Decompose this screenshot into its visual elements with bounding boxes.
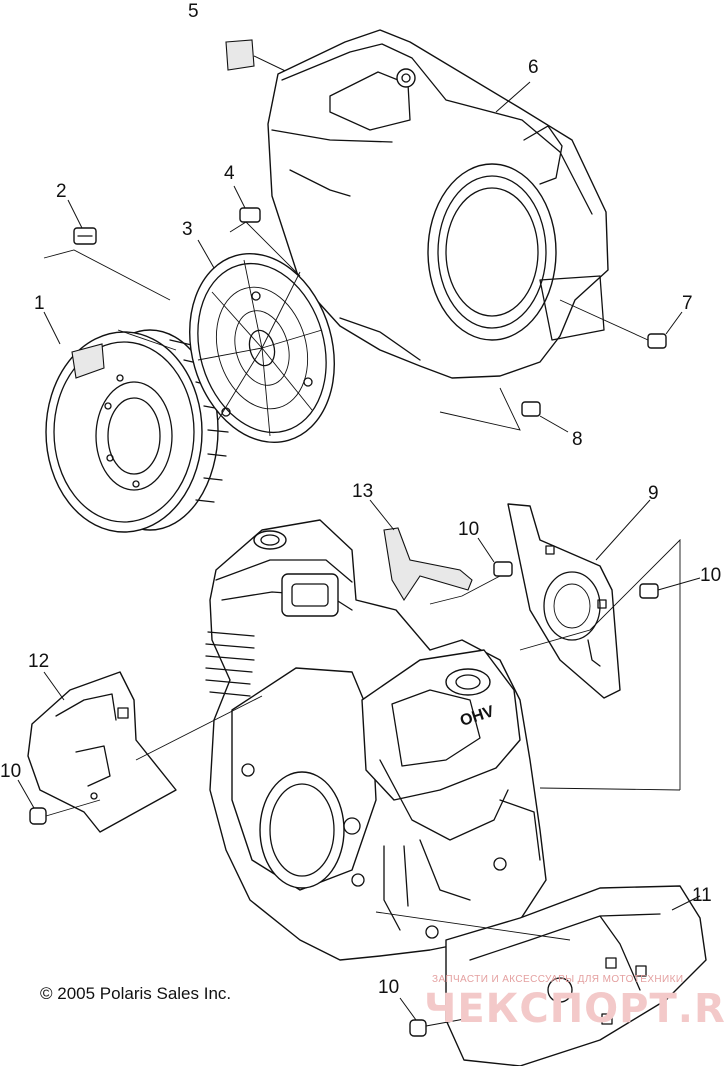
callout-9: 9 (648, 483, 659, 504)
part-7-bolt (559, 299, 683, 349)
part-9-shield (507, 499, 681, 791)
part-10-bolt-bottom (399, 997, 471, 1037)
engine-assembly (205, 519, 547, 961)
callout-11: 11 (692, 885, 712, 906)
watermark-tagline: ЗАПЧАСТИ И АКСЕССУАРЫ ДЛЯ МОТОТЕХНИКИ (432, 974, 684, 985)
part-6-blower-housing (267, 29, 609, 379)
part-8-bolt (439, 387, 569, 433)
watermark-site: ЧЕКСПОРТ.RU (424, 986, 725, 1032)
callout-4: 4 (224, 163, 235, 184)
copyright-notice: © 2005 Polaris Sales Inc. (40, 984, 232, 1003)
part-5-label-plate (225, 39, 301, 79)
callout-10-right: 10 (700, 565, 722, 586)
part-12-shield (27, 671, 263, 833)
part-10-bolt-right (639, 577, 701, 599)
part-13-bracket (369, 499, 501, 605)
part-3-screen (188, 239, 336, 443)
part-1-flywheel (43, 311, 229, 533)
part-10-bolt-left (17, 779, 101, 825)
callout-10-left: 10 (0, 761, 22, 782)
callout-12: 12 (28, 651, 50, 672)
callout-13: 13 (352, 481, 374, 502)
part-10-bolt-mid (477, 537, 513, 577)
callout-6: 6 (528, 57, 539, 78)
part-4-bolt (229, 185, 301, 277)
callout-10-bottom: 10 (378, 977, 400, 998)
callout-5: 5 (188, 1, 199, 22)
callout-7: 7 (682, 293, 693, 314)
callout-10-mid: 10 (458, 519, 480, 540)
part-2-bolt (43, 199, 171, 301)
callout-1: 1 (34, 293, 45, 314)
callout-3: 3 (182, 219, 193, 240)
callout-8: 8 (572, 429, 583, 450)
callout-2: 2 (56, 181, 67, 202)
part-11-skid-plate (375, 885, 707, 1066)
